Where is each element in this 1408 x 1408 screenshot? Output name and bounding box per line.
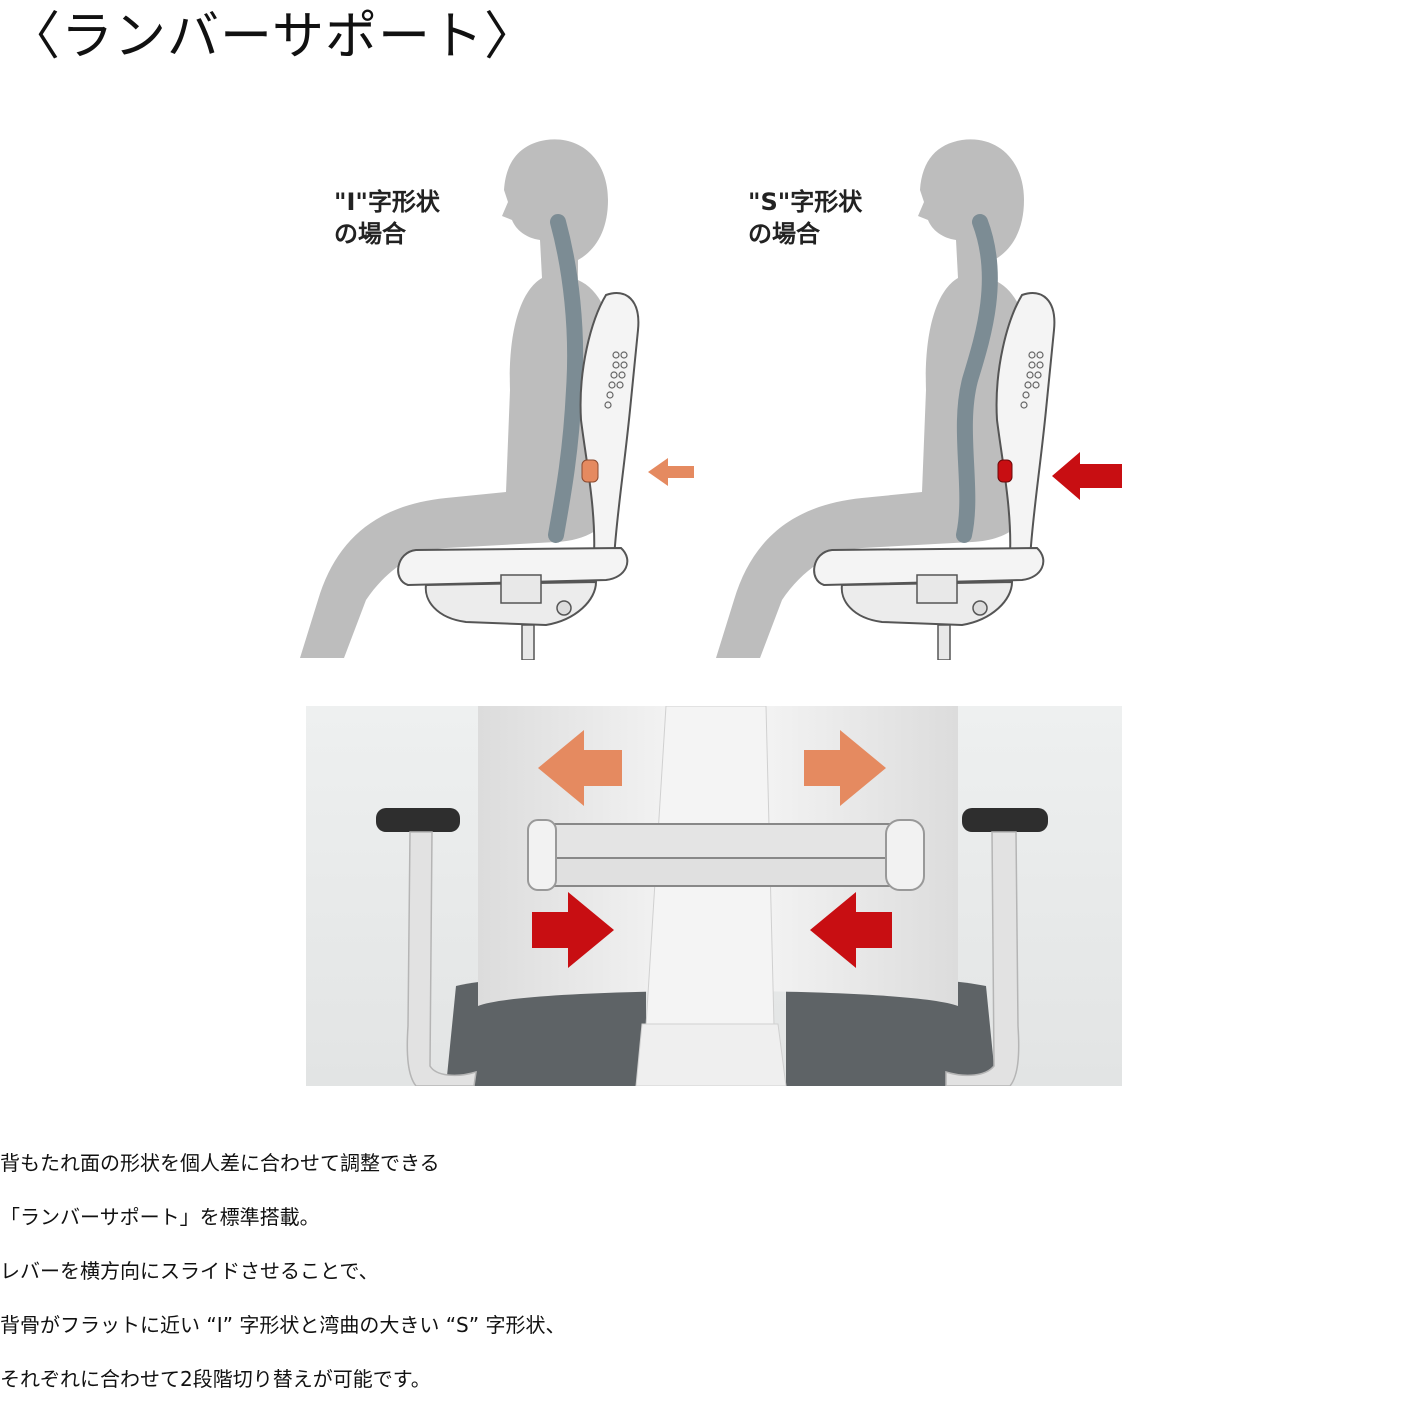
lumbar-slider-handle-right: [885, 819, 925, 891]
center-spine-base: [635, 1023, 787, 1086]
spine: [956, 214, 998, 543]
seat-lever: [500, 574, 542, 604]
chair-column: [937, 624, 951, 660]
lumbar-slider-track-lower: [535, 857, 907, 887]
s-shape-illustration: [716, 139, 1122, 660]
lumbar-arrow-icon: [1052, 452, 1122, 500]
description-line: 背もたれ面の形状を個人差に合わせて調整できる: [0, 1151, 440, 1175]
description-line: それぞれに合わせて2段階切り替えが可能です。: [0, 1367, 431, 1391]
arrow-inward-right-icon: [810, 892, 892, 968]
s-shape-label-line2: の場合: [748, 220, 820, 248]
armrest-left-post: [406, 831, 477, 1086]
i-shape-label-line1: "I"字形状: [334, 188, 440, 216]
i-shape-label: "I"字形状 の場合: [334, 186, 440, 250]
person-silhouette: [300, 139, 615, 659]
person-silhouette: [716, 139, 1031, 659]
page-title: 〈ランバーサポート〉: [8, 7, 537, 67]
lumbar-pad: [581, 459, 599, 483]
seat-cushion: [446, 978, 646, 1086]
armrest-left-pad: [376, 808, 460, 832]
seat-cushion: [786, 978, 996, 1086]
description-line: レバーを横方向にスライドさせることで、: [0, 1259, 379, 1283]
mesh-pattern: [1020, 351, 1044, 409]
lumbar-pad: [997, 459, 1013, 483]
seat-knob: [556, 600, 572, 616]
arrow-inward-left-icon: [532, 892, 614, 968]
spine: [548, 214, 584, 543]
arrow-outward-left-icon: [538, 730, 622, 806]
description: 背もたれ面の形状を個人差に合わせて調整できる 「ランバーサポート」を標準搭載。 …: [0, 1136, 1408, 1406]
chair-back-photo: [306, 706, 1122, 1086]
lumbar-arrow-icon: [648, 458, 694, 486]
mesh-pattern: [604, 351, 628, 409]
i-shape-illustration: [300, 139, 694, 660]
description-line: 「ランバーサポート」を標準搭載。: [0, 1205, 320, 1229]
seat-lever: [916, 574, 958, 604]
seat-knob: [972, 600, 988, 616]
s-shape-label: "S"字形状 の場合: [748, 186, 862, 250]
armrest-right-pad: [962, 808, 1048, 832]
i-shape-label-line2: の場合: [334, 220, 406, 248]
chair-column: [521, 624, 535, 660]
s-shape-label-line1: "S"字形状: [748, 188, 863, 216]
armrest-right-post: [945, 831, 1020, 1086]
lumbar-slider-handle-left: [527, 819, 557, 891]
description-line: 背骨がフラットに近い “I” 字形状と湾曲の大きい “S” 字形状、: [0, 1313, 566, 1337]
arrow-outward-right-icon: [804, 730, 886, 806]
